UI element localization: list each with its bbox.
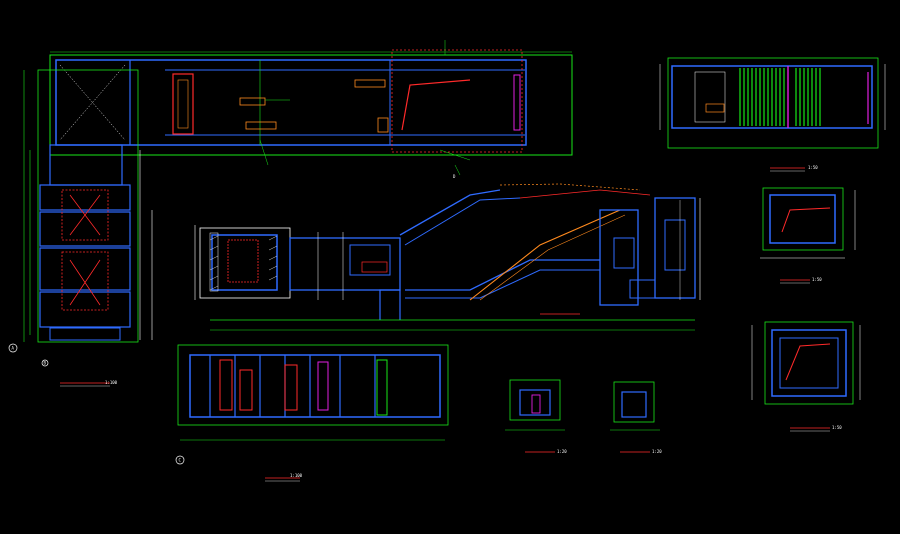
- section-1-view: [760, 187, 856, 284]
- section-2-scale: 1:50: [832, 425, 842, 430]
- detail-b-scale: 1:20: [652, 449, 662, 454]
- section-view-left: [8, 69, 153, 387]
- section-1-scale: 1:50: [812, 277, 822, 282]
- screen-detail-scale: 1:50: [808, 165, 818, 170]
- plan-view-top: [49, 40, 573, 176]
- section-view-main: [194, 183, 701, 331]
- grid-marker-a: [8, 343, 18, 353]
- plan-view-lower: [175, 344, 449, 482]
- grid-marker-c: [175, 455, 185, 465]
- detail-b-view: [610, 381, 660, 453]
- grid-marker-b: [41, 359, 49, 367]
- detail-a-view: [505, 379, 565, 453]
- grid-marker-a-label: A: [12, 346, 15, 351]
- grid-marker-d-label: D: [453, 174, 456, 179]
- grid-marker-b-label: B: [44, 361, 47, 366]
- plan-lower-scale: 1:100: [290, 473, 303, 478]
- screen-detail-view: [659, 57, 886, 172]
- section-2-view: [751, 321, 861, 432]
- grid-marker-c-label: C: [179, 458, 182, 463]
- detail-a-scale: 1:20: [557, 449, 567, 454]
- plan-view-scale: 1:100: [105, 380, 118, 385]
